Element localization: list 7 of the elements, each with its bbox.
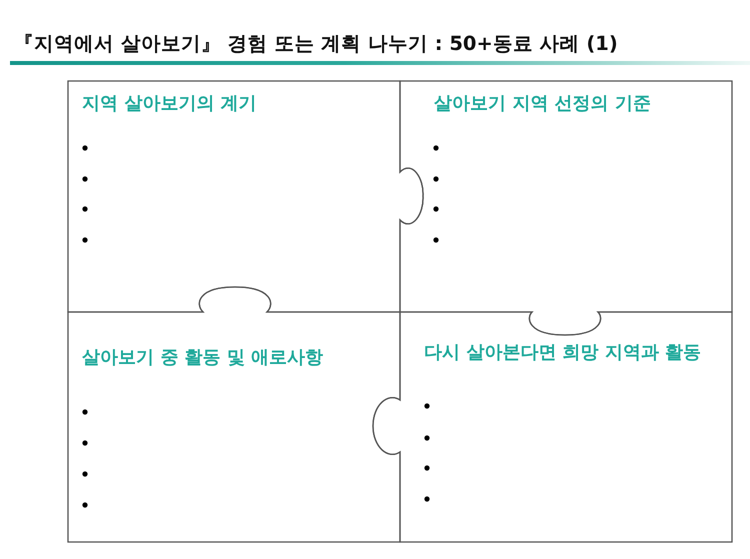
page-title: 『지역에서 살아보기』 경험 또는 계획 나누기 : 50+동료 사례 (1)	[14, 31, 618, 57]
section-heading: 다시 살아본다면 희망 지역과 활동	[424, 341, 702, 365]
puzzle-piece	[68, 286, 401, 543]
puzzle-piece	[372, 312, 733, 543]
section-heading: 살아보기 지역 선정의 기준	[434, 92, 651, 116]
section-heading: 살아보기 중 활동 및 애로사항	[82, 346, 324, 370]
section-heading: 지역 살아보기의 계기	[82, 92, 257, 116]
